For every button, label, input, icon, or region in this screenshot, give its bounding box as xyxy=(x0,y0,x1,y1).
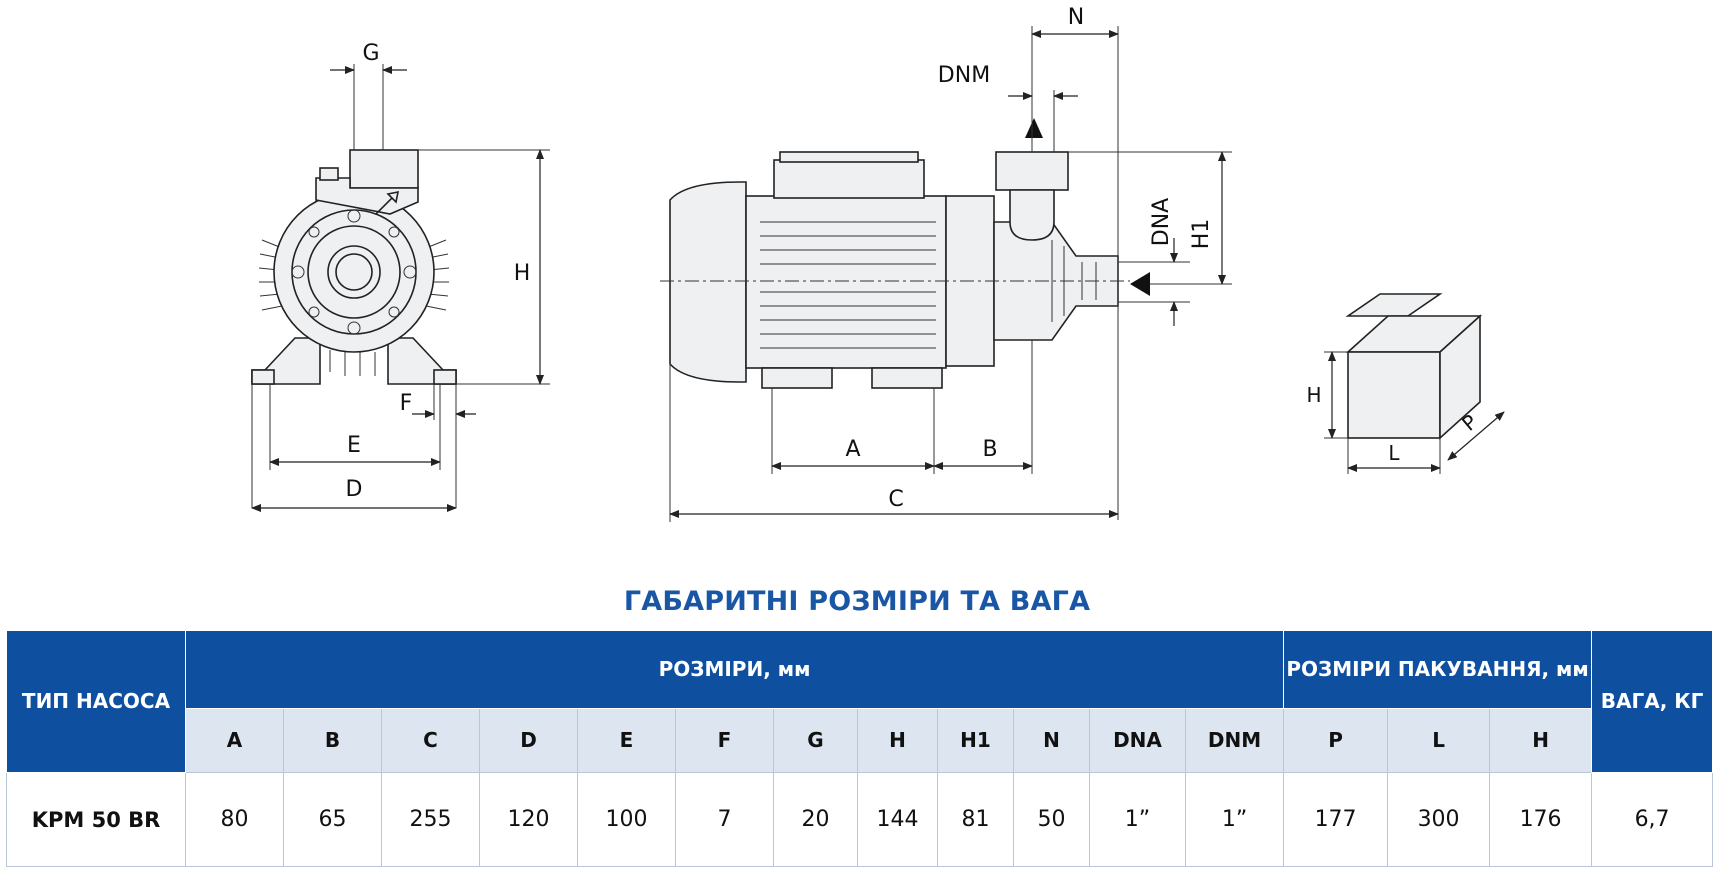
dim-label-dnm: DNM xyxy=(938,63,990,88)
col-header-h1: H1 xyxy=(937,708,1014,773)
header-dimensions: РОЗМІРИ, мм xyxy=(184,630,1285,709)
col-header-n: N xyxy=(1013,708,1090,773)
col-header-b: B xyxy=(283,708,382,773)
cell-b: 65 xyxy=(283,772,382,867)
package-box: H L P xyxy=(1306,293,1505,474)
col-header-f: F xyxy=(675,708,774,773)
dim-label-b: B xyxy=(982,437,997,462)
pump-front-view: G H F E D xyxy=(251,41,550,512)
dim-label-f: F xyxy=(400,391,413,416)
col-header-pack-h: H xyxy=(1489,708,1593,773)
dim-label-h1: H1 xyxy=(1189,219,1214,250)
dim-label-dna: DNA xyxy=(1149,198,1174,246)
cell-d: 120 xyxy=(479,772,578,867)
table-row: KPM 50 BR 80 65 255 120 100 7 20 144 81 … xyxy=(6,772,1714,867)
col-header-e: E xyxy=(577,708,676,773)
col-header-a: A xyxy=(185,708,284,773)
cell-e: 100 xyxy=(577,772,676,867)
col-header-g: G xyxy=(773,708,858,773)
col-header-c: C xyxy=(381,708,480,773)
header-weight: ВАГА, КГ xyxy=(1591,630,1714,773)
cell-h: 144 xyxy=(857,772,938,867)
col-header-h: H xyxy=(857,708,938,773)
cell-pack-p: 177 xyxy=(1283,772,1389,867)
dim-label-e: E xyxy=(347,433,361,458)
cell-a: 80 xyxy=(185,772,284,867)
dim-label-n: N xyxy=(1068,5,1084,30)
col-header-d: D xyxy=(479,708,578,773)
cell-weight: 6,7 xyxy=(1591,772,1714,867)
dim-label-g: G xyxy=(362,41,379,66)
cell-pack-h: 176 xyxy=(1489,772,1593,867)
dim-label-a: A xyxy=(845,437,860,462)
package-label-h: H xyxy=(1306,383,1321,407)
dim-label-d: D xyxy=(346,477,363,502)
package-label-p: P xyxy=(1457,410,1482,436)
package-label-l: L xyxy=(1388,441,1400,465)
pump-side-view: N DNM DNA H1 A B C xyxy=(660,5,1232,522)
header-packaging: РОЗМІРИ ПАКУВАННЯ, мм xyxy=(1283,630,1593,709)
cell-dna: 1” xyxy=(1089,772,1186,867)
cell-pack-l: 300 xyxy=(1387,772,1491,867)
cell-g: 20 xyxy=(773,772,858,867)
col-header-pack-l: L xyxy=(1387,708,1491,773)
cell-pump-name: KPM 50 BR xyxy=(6,772,186,867)
col-header-dnm: DNM xyxy=(1184,708,1285,773)
cell-f: 7 xyxy=(675,772,774,867)
dimensions-table: ТИП НАСОСА РОЗМІРИ, мм РОЗМІРИ ПАКУВАННЯ… xyxy=(6,630,1714,867)
col-header-pack-p: P xyxy=(1283,708,1389,773)
col-header-dna: DNA xyxy=(1089,708,1186,773)
dim-label-c: C xyxy=(888,487,903,512)
cell-h1: 81 xyxy=(937,772,1014,867)
header-pump-type: ТИП НАСОСА xyxy=(6,630,186,773)
cell-c: 255 xyxy=(381,772,480,867)
technical-drawing: G H F E D xyxy=(251,5,1505,522)
cell-n: 50 xyxy=(1013,772,1090,867)
dim-label-h: H xyxy=(514,261,531,286)
table-title: ГАБАРИТНІ РОЗМІРИ ТА ВАГА xyxy=(623,586,1091,617)
cell-dnm: 1” xyxy=(1184,772,1285,867)
